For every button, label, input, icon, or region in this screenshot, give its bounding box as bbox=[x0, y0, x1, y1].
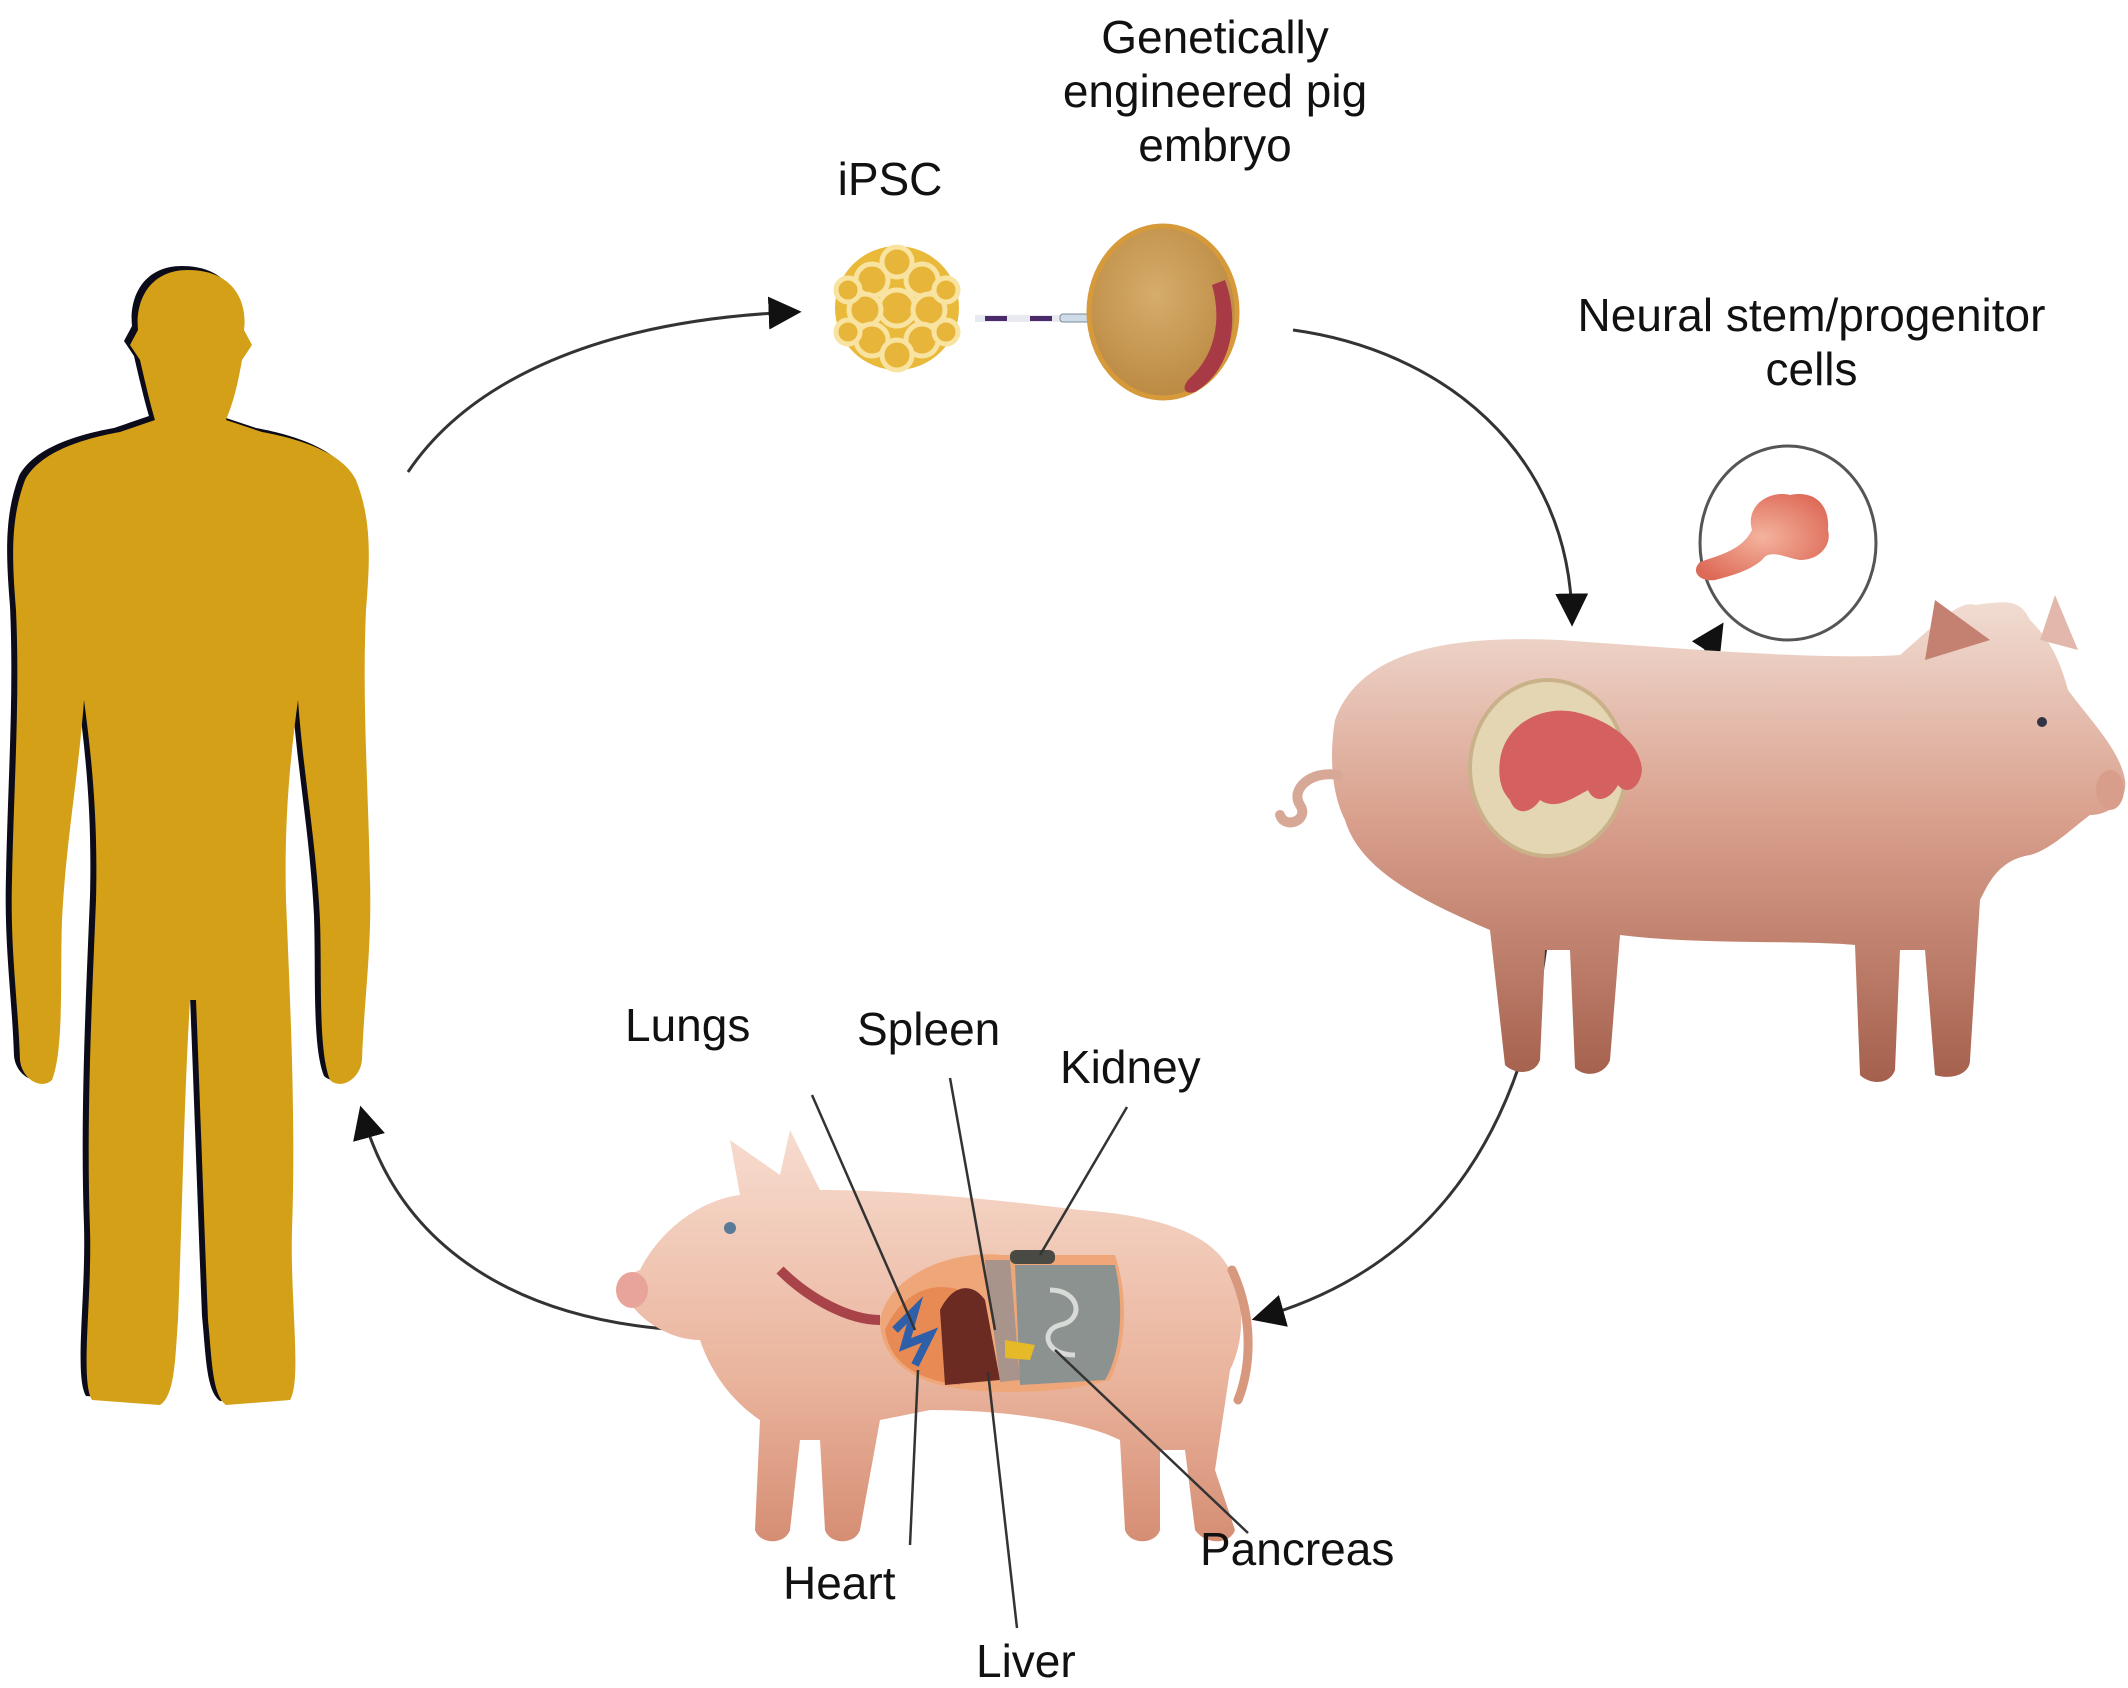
label-neural-line: cells bbox=[1765, 343, 1858, 395]
leader-heart bbox=[908, 1369, 920, 1546]
label-pancreas: Pancreas bbox=[1200, 1523, 1395, 1575]
kidney-organ bbox=[1010, 1250, 1055, 1264]
arrow-embryo-to-chimeric-pig bbox=[1292, 328, 1589, 627]
leader-pancreas bbox=[1054, 1349, 1249, 1534]
pig-snout bbox=[2096, 770, 2124, 810]
label-lungs: Lungs bbox=[625, 999, 751, 1051]
leader-kidney bbox=[1038, 1106, 1129, 1256]
pig-tail bbox=[1275, 769, 1343, 828]
arrow-human-to-ipsc bbox=[406, 296, 802, 473]
pig-fetus bbox=[1499, 710, 1642, 812]
intestine-coils bbox=[1045, 1287, 1079, 1358]
injection-pipette bbox=[975, 313, 1101, 323]
label-kidney: Kidney bbox=[1060, 1041, 1201, 1093]
label-embryo-line: Genetically bbox=[1101, 11, 1329, 63]
human-body bbox=[11, 270, 371, 1405]
pig-tail bbox=[1227, 1265, 1253, 1405]
liver-organ bbox=[940, 1288, 1000, 1385]
pig-snout bbox=[616, 1272, 648, 1308]
inner-cell-mass bbox=[1184, 280, 1233, 393]
leader-spleen bbox=[948, 1077, 997, 1331]
organ-pig bbox=[616, 1077, 1253, 1629]
label-liver: Liver bbox=[976, 1635, 1076, 1687]
chimeric-pig bbox=[1275, 595, 2126, 1082]
pancreas-organ bbox=[1005, 1340, 1035, 1360]
label-spleen: Spleen bbox=[857, 1003, 1001, 1055]
pig-ear bbox=[1925, 600, 1990, 660]
pig-eye bbox=[724, 1222, 736, 1234]
label-heart: Heart bbox=[783, 1557, 896, 1609]
pig-ear bbox=[2040, 595, 2078, 650]
leader-liver bbox=[986, 1371, 1019, 1629]
ipsc-cluster bbox=[833, 244, 961, 373]
label-embryo-line: engineered pig bbox=[1062, 65, 1368, 117]
label-neural: Neural stem/progenitor cells bbox=[1495, 288, 2128, 396]
pig-embryo bbox=[1086, 223, 1240, 401]
neural-tissue bbox=[1695, 494, 1829, 581]
human-silhouette bbox=[5, 266, 371, 1405]
arrow-organ-pig-to-human bbox=[353, 1105, 681, 1332]
pig-eye bbox=[2037, 717, 2047, 727]
trachea bbox=[776, 1266, 881, 1325]
neural-cells-inset bbox=[1695, 444, 1878, 642]
leader-lungs bbox=[810, 1094, 917, 1331]
label-neural-line: Neural stem/progenitor bbox=[1577, 289, 2046, 341]
label-embryo: Genetically engineered pig embryo bbox=[1010, 10, 1420, 172]
label-ipsc: iPSC bbox=[837, 153, 943, 205]
label-embryo-line: embryo bbox=[1138, 119, 1292, 171]
